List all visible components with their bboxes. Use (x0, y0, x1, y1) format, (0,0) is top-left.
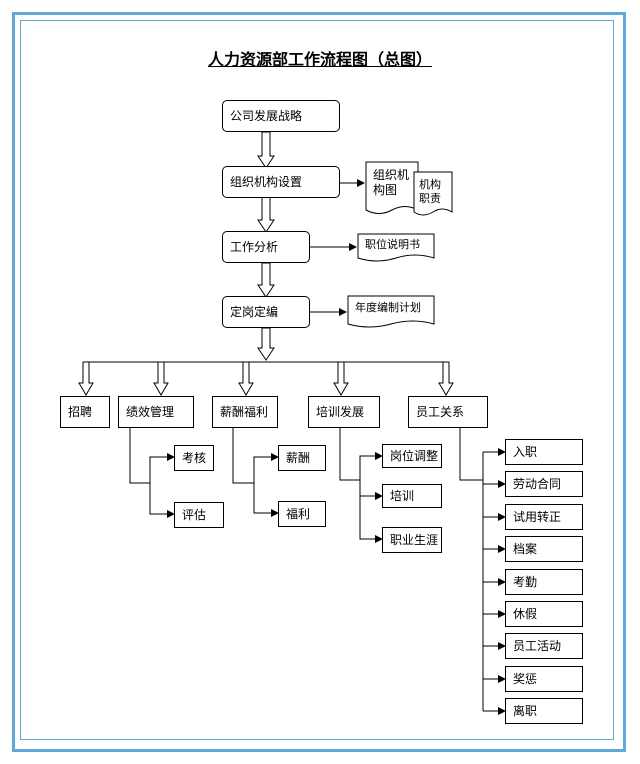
doc-shape-job-description (357, 233, 435, 262)
item-benefits: 福利 (278, 501, 326, 527)
category-performance: 绩效管理 (118, 396, 194, 428)
doc-job-description-label: 职位说明书 (365, 238, 420, 251)
doc-job-description: 职位说明书 (358, 234, 434, 258)
item-leave: 休假 (505, 601, 583, 627)
hollow-arrow-down (257, 196, 275, 233)
item-salary: 薪酬 (278, 445, 326, 471)
doc-org-duties-label: 机构职责 (419, 178, 441, 205)
category-employee-relations: 员工关系 (408, 396, 488, 428)
doc-annual-plan-label: 年度编制计划 (355, 301, 421, 314)
hollow-arrow-down (257, 262, 275, 298)
hollow-arrow-down (78, 361, 94, 396)
flow-box-staffing: 定岗定编 (222, 296, 310, 328)
flow-box-job-analysis: 工作分析 (222, 231, 310, 263)
hollow-arrow-down (238, 361, 254, 396)
doc-org-chart: 组织机构图 (366, 162, 418, 208)
category-compensation: 薪酬福利 (212, 396, 278, 428)
inner-border (20, 20, 614, 740)
hollow-arrow-down (153, 361, 169, 396)
item-onboarding: 入职 (505, 439, 583, 465)
hollow-arrow-down (333, 361, 349, 396)
doc-org-duties: 机构职责 (414, 172, 452, 210)
doc-shape-org-duties (413, 171, 453, 216)
item-position-adjust: 岗位调整 (382, 444, 442, 468)
item-attendance: 考勤 (505, 569, 583, 595)
flow-box-company-strategy: 公司发展战略 (222, 100, 340, 132)
item-archive: 档案 (505, 536, 583, 562)
item-labor-contract: 劳动合同 (505, 471, 583, 497)
outer-border (12, 12, 626, 752)
flow-box-org-setup: 组织机构设置 (222, 166, 340, 198)
doc-shape-annual-plan (347, 295, 435, 328)
item-assessment: 考核 (174, 445, 214, 471)
item-probation: 试用转正 (505, 504, 583, 530)
hollow-arrow-down (257, 327, 275, 361)
hollow-arrow-down (438, 361, 454, 396)
doc-annual-plan: 年度编制计划 (348, 296, 434, 324)
item-career: 职业生涯 (382, 527, 442, 553)
category-training: 培训发展 (308, 396, 380, 428)
item-rewards-penalties: 奖惩 (505, 666, 583, 692)
category-recruitment: 招聘 (60, 396, 110, 428)
item-evaluation: 评估 (174, 502, 224, 528)
item-training: 培训 (382, 484, 442, 508)
item-resignation: 离职 (505, 698, 583, 724)
diagram-title: 人力资源部工作流程图（总图） (207, 50, 432, 69)
hollow-arrow-down (257, 131, 275, 169)
doc-org-chart-label: 组织机构图 (373, 168, 410, 197)
item-employee-activities: 员工活动 (505, 633, 583, 659)
